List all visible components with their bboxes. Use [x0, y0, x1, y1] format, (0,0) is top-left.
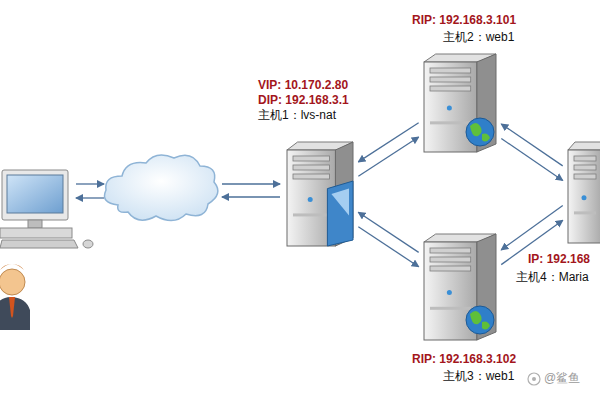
ip-label: VIP: 10.170.2.80 — [258, 78, 348, 92]
traffic-arrow — [358, 212, 418, 252]
traffic-arrow — [501, 205, 563, 249]
watermark-icon — [527, 372, 541, 386]
server-icon — [422, 52, 498, 154]
ip-label: RIP: 192.168.3.102 — [412, 352, 516, 366]
ip-label: DIP: 192.168.3.1 — [258, 93, 349, 107]
server-node: RIP: 192.168.3.101主机2：web1 — [422, 52, 498, 154]
watermark: @鲨鱼 — [544, 370, 580, 387]
server-node: IP: 192.168主机4：Maria — [566, 140, 600, 245]
traffic-arrow — [501, 124, 562, 166]
server-icon — [285, 140, 355, 248]
server-node: VIP: 10.170.2.80DIP: 192.168.3.1主机1：lvs-… — [285, 140, 355, 248]
internet-cloud — [105, 155, 218, 221]
host-label: 主机4：Maria — [516, 270, 589, 284]
ip-label: RIP: 192.168.3.101 — [412, 13, 516, 27]
user-figure — [0, 264, 30, 330]
ip-label: IP: 192.168 — [528, 252, 590, 266]
host-label: 主机1：lvs-nat — [258, 108, 336, 122]
traffic-arrow — [358, 123, 418, 162]
server-node: RIP: 192.168.3.102主机3：web1 — [422, 232, 498, 342]
host-label: 主机2：web1 — [443, 30, 514, 44]
server-icon — [422, 232, 498, 342]
client-computer — [0, 170, 93, 248]
server-icon — [566, 140, 600, 245]
host-label: 主机3：web1 — [443, 369, 514, 383]
